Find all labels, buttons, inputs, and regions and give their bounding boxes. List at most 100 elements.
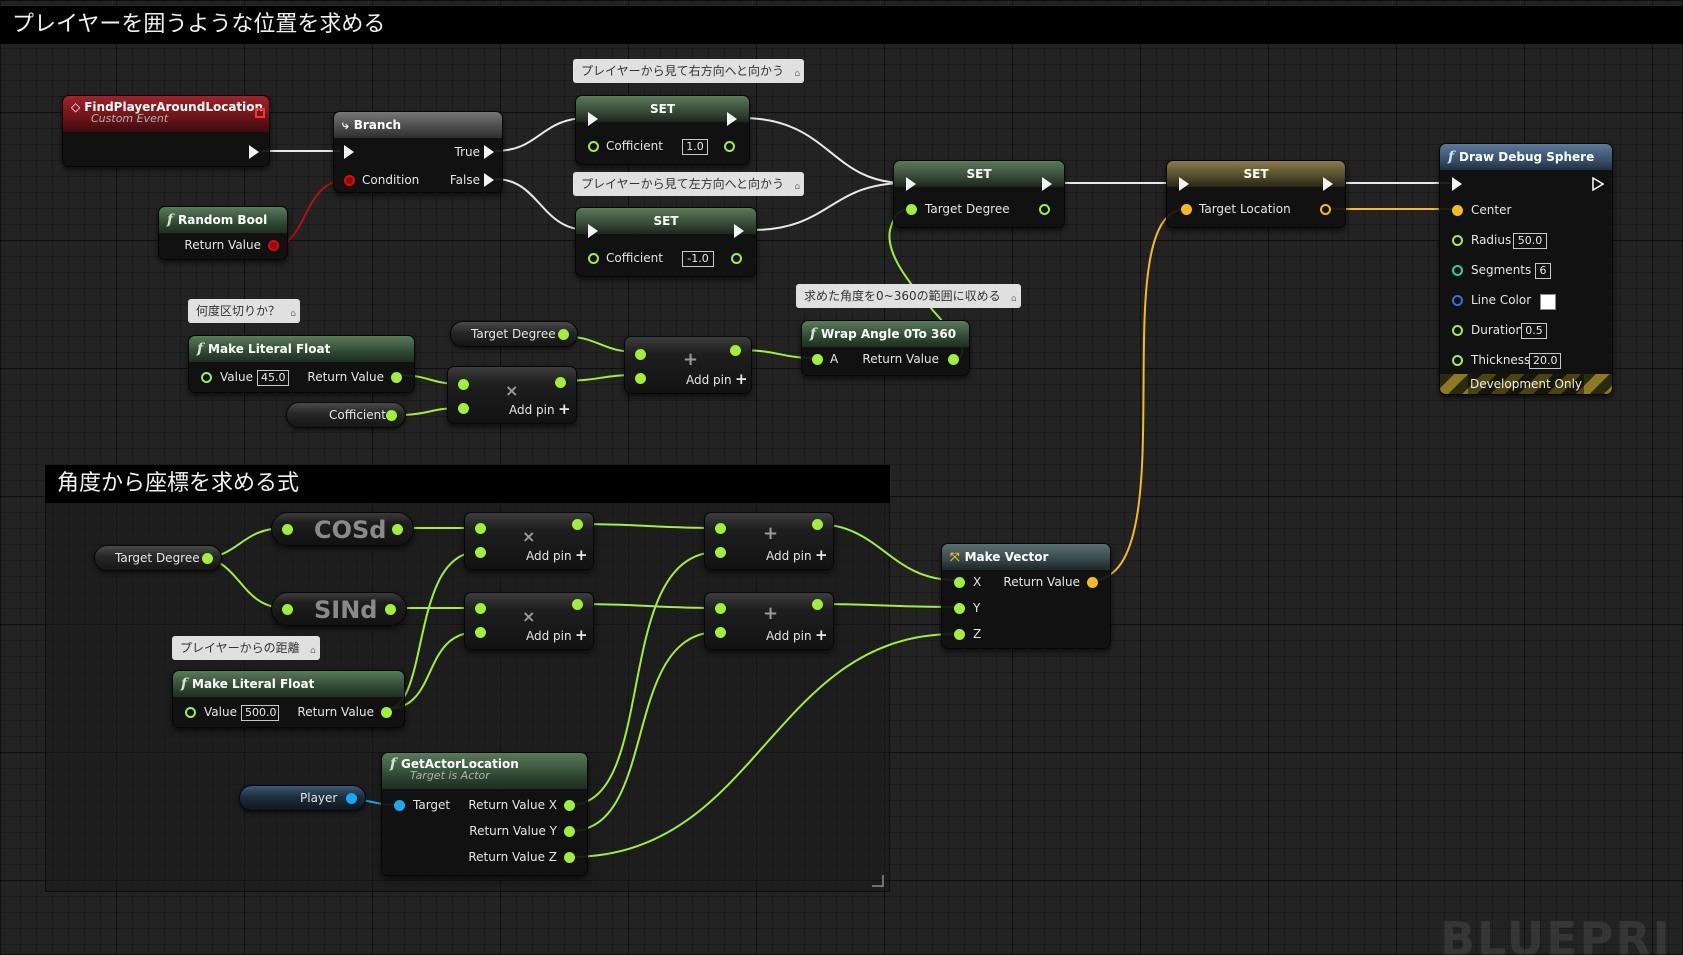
- bubble-division[interactable]: 何度区切りか？⌂: [188, 299, 301, 323]
- set-location-input-pin[interactable]: [1181, 204, 1192, 215]
- var-cofficient[interactable]: Cofficient: [286, 402, 406, 428]
- add-b2-in-b[interactable]: [715, 627, 726, 638]
- debug-linecolor-pin[interactable]: [1452, 295, 1463, 306]
- event-exec-out-pin[interactable]: [249, 145, 259, 159]
- literal-top-value[interactable]: 45.0: [257, 370, 289, 386]
- add-top-out[interactable]: [730, 345, 741, 356]
- debug-thickness-value[interactable]: 20.0: [1529, 353, 1561, 369]
- multiply-node-top[interactable]: × Add pin +: [447, 366, 577, 424]
- bubble-wrap[interactable]: 求めた角度を0~360の範囲に収める⌂: [796, 284, 1021, 308]
- multiply-top-in-a[interactable]: [458, 379, 469, 390]
- set-cofficient-left-node[interactable]: SET Cofficient -1.0: [575, 207, 757, 277]
- set-degree-input-pin[interactable]: [906, 204, 917, 215]
- set-location-exec-in[interactable]: [1179, 177, 1189, 191]
- get-actor-rz-pin[interactable]: [564, 852, 575, 863]
- literal-bottom-value[interactable]: 500.0: [241, 705, 279, 721]
- literal-bottom-value-pin[interactable]: [185, 707, 196, 718]
- add-b1-out[interactable]: [812, 519, 823, 530]
- debug-duration-pin[interactable]: [1452, 325, 1463, 336]
- add-b1-add-pin-plus[interactable]: +: [815, 546, 828, 564]
- debug-sphere-exec-in[interactable]: [1452, 177, 1462, 191]
- branch-exec-in-pin[interactable]: [344, 145, 354, 159]
- set-right-exec-out[interactable]: [727, 112, 737, 126]
- make-vector-x-pin[interactable]: [954, 577, 965, 588]
- set-cofficient-right-node[interactable]: SET Cofficient 1.0: [575, 95, 750, 165]
- cosd-in-pin[interactable]: [282, 524, 293, 535]
- debug-center-pin[interactable]: [1452, 205, 1463, 216]
- branch-condition-pin[interactable]: [344, 175, 355, 186]
- var-cofficient-pin[interactable]: [386, 410, 397, 421]
- set-degree-exec-out[interactable]: [1042, 177, 1052, 191]
- debug-segments-value[interactable]: 6: [1535, 263, 1551, 279]
- multiply-b2-in-a[interactable]: [475, 603, 486, 614]
- sind-out-pin[interactable]: [385, 604, 396, 615]
- add-node-bottom-2[interactable]: + Add pin +: [704, 592, 834, 650]
- wrap-angle-return-pin[interactable]: [948, 354, 959, 365]
- multiply-b1-out[interactable]: [572, 519, 583, 530]
- set-degree-exec-in[interactable]: [906, 177, 916, 191]
- literal-bottom-return-pin[interactable]: [381, 707, 392, 718]
- multiply-b1-in-a[interactable]: [475, 523, 486, 534]
- set-left-exec-out[interactable]: [734, 224, 744, 238]
- get-actor-target-pin[interactable]: [394, 800, 405, 811]
- add-b2-in-a[interactable]: [715, 603, 726, 614]
- literal-top-value-pin[interactable]: [201, 372, 212, 383]
- multiply-b1-in-b[interactable]: [475, 547, 486, 558]
- branch-false-pin[interactable]: [484, 173, 494, 187]
- debug-linecolor-swatch[interactable]: [1540, 294, 1556, 310]
- add-top-in-a[interactable]: [635, 349, 646, 360]
- debug-segments-pin[interactable]: [1452, 265, 1463, 276]
- comment-resize-grip[interactable]: [872, 875, 884, 887]
- add-top-in-b[interactable]: [635, 373, 646, 384]
- multiply-top-in-b[interactable]: [458, 403, 469, 414]
- literal-top-return-pin[interactable]: [391, 372, 402, 383]
- branch-true-pin[interactable]: [484, 145, 494, 159]
- set-left-exec-in[interactable]: [588, 224, 598, 238]
- get-actor-rx-pin[interactable]: [564, 800, 575, 811]
- branch-node[interactable]: ⤷Branch True Condition False: [333, 111, 503, 193]
- debug-radius-value[interactable]: 50.0: [1513, 233, 1547, 249]
- make-vector-z-pin[interactable]: [954, 629, 965, 640]
- cosd-node[interactable]: COSd: [271, 512, 414, 546]
- debug-thickness-pin[interactable]: [1452, 355, 1463, 366]
- var-target-degree-bottom-pin[interactable]: [202, 553, 213, 564]
- debug-sphere-exec-out[interactable]: [1592, 177, 1604, 191]
- set-left-cofficient-pin[interactable]: [588, 253, 599, 264]
- debug-radius-pin[interactable]: [1452, 235, 1463, 246]
- set-right-cofficient-value[interactable]: 1.0: [682, 139, 708, 155]
- set-location-exec-out[interactable]: [1323, 177, 1333, 191]
- set-left-cofficient-value[interactable]: -1.0: [682, 251, 714, 267]
- add-b1-in-b[interactable]: [715, 547, 726, 558]
- sind-in-pin[interactable]: [282, 604, 293, 615]
- bubble-left-dir[interactable]: プレイヤーから見て左方向へと向かう⌂: [573, 172, 805, 196]
- set-target-degree-node[interactable]: SET Target Degree: [893, 160, 1065, 228]
- make-vector-y-pin[interactable]: [954, 603, 965, 614]
- debug-duration-value[interactable]: 0.5: [1521, 323, 1547, 339]
- set-left-output-pin[interactable]: [731, 253, 742, 264]
- event-delegate-icon[interactable]: [255, 108, 265, 118]
- var-target-degree-top[interactable]: Target Degree: [450, 321, 578, 347]
- var-player-pin[interactable]: [346, 793, 357, 804]
- sind-node[interactable]: SINd: [271, 592, 407, 626]
- multiply-top-add-pin-plus[interactable]: +: [558, 400, 571, 418]
- random-bool-return-pin[interactable]: [268, 240, 279, 251]
- var-target-degree-top-pin[interactable]: [558, 329, 569, 340]
- multiply-b2-in-b[interactable]: [475, 627, 486, 638]
- event-node-find-player-around-location[interactable]: ◇FindPlayerAroundLocation Custom Event: [62, 95, 270, 167]
- multiply-b2-add-pin-plus[interactable]: +: [575, 626, 588, 644]
- wrap-angle-a-pin[interactable]: [812, 354, 823, 365]
- set-right-output-pin[interactable]: [724, 141, 735, 152]
- var-player[interactable]: Player: [239, 785, 366, 811]
- set-right-cofficient-pin[interactable]: [588, 141, 599, 152]
- add-b2-out[interactable]: [812, 599, 823, 610]
- set-right-exec-in[interactable]: [588, 112, 598, 126]
- add-b1-in-a[interactable]: [715, 523, 726, 534]
- multiply-b1-add-pin-plus[interactable]: +: [575, 546, 588, 564]
- multiply-b2-out[interactable]: [572, 599, 583, 610]
- multiply-node-bottom-1[interactable]: × Add pin +: [464, 512, 594, 570]
